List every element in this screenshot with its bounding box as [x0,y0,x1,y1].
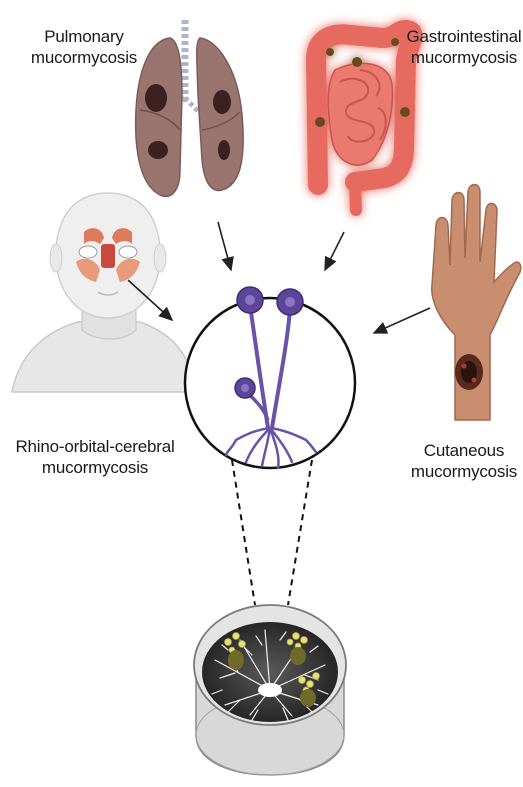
label-rhino-line1: Rhino-orbital-cerebral [0,436,190,457]
intestine-icon [315,30,412,210]
label-pulmonary-line2: mucormycosis [22,47,146,68]
label-pulmonary-line1: Pulmonary [22,26,146,47]
label-rhino-orbital-cerebral: Rhino-orbital-cerebral mucormycosis [0,436,190,478]
fungus-sporangia-icon [185,287,355,468]
lungs-icon [136,20,244,196]
arrow-from-hand [374,308,430,333]
label-rhino-line2: mucormycosis [0,457,190,478]
label-cutaneous-line2: mucormycosis [405,461,523,482]
zoom-lines [232,460,312,605]
label-gastrointestinal: Gastrointestinal mucormycosis [404,26,523,68]
label-cutaneous-line1: Cutaneous [405,440,523,461]
arrow-from-intestine [325,232,344,270]
head-sinus-icon [12,193,196,392]
label-gastrointestinal-line2: mucormycosis [404,47,523,68]
arrow-from-lungs [218,222,231,270]
label-cutaneous: Cutaneous mucormycosis [405,440,523,482]
hand-lesion-icon [432,185,521,421]
label-gastrointestinal-line1: Gastrointestinal [404,26,523,47]
label-pulmonary: Pulmonary mucormycosis [22,26,146,68]
petri-dish-icon [194,605,346,775]
